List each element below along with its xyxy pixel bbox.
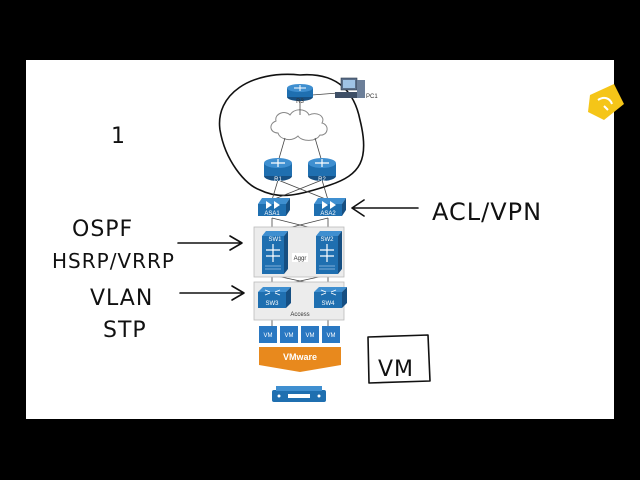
switch-sw1-label: SW1	[268, 237, 282, 243]
hand-note-1: 1	[111, 124, 126, 149]
router-r2-label: R2	[318, 177, 326, 183]
switch-sw4[interactable]: SW4	[314, 287, 347, 308]
router-r3[interactable]: R3	[287, 84, 313, 105]
firewall-asa1[interactable]: ASA1	[258, 198, 290, 217]
hand-drawn-loop	[218, 73, 365, 197]
router-r1-label: R1	[274, 177, 282, 183]
router-r3-label: R3	[296, 99, 304, 105]
hand-note-ospf: OSPF	[72, 217, 133, 242]
hand-note-vlan: VLAN	[90, 286, 153, 311]
firewall-asa1-label: ASA1	[264, 211, 280, 217]
logo-icon	[588, 84, 624, 120]
switch-sw4-label: SW4	[321, 301, 335, 307]
hand-vm-box: VM	[367, 334, 431, 384]
vm-box[interactable]	[322, 326, 340, 343]
vm-label: VM	[327, 333, 336, 339]
vm-box[interactable]	[259, 326, 277, 343]
vm-label: VM	[306, 333, 315, 339]
vm-row: VM VM VM VM	[259, 326, 340, 343]
hand-note-vm: VM	[378, 357, 414, 382]
access-label: Access	[290, 312, 309, 318]
switch-sw3-label: SW3	[265, 301, 279, 307]
switch-sw1[interactable]: SW1	[262, 231, 288, 274]
vm-label: VM	[285, 333, 294, 339]
vm-box[interactable]	[280, 326, 298, 343]
pc-label: PC1	[366, 94, 378, 100]
router-r2[interactable]: R2	[308, 158, 336, 183]
vmware-hypervisor[interactable]: VMware	[259, 347, 341, 372]
switch-sw3[interactable]: SW3	[258, 287, 291, 308]
firewall-asa2[interactable]: ASA2	[314, 198, 346, 217]
hand-note-acl-vpn: ACL/VPN	[432, 198, 542, 226]
hand-arrows	[177, 199, 419, 301]
vm-box[interactable]	[301, 326, 319, 343]
pc-icon[interactable]: PC1	[335, 77, 378, 100]
cloud-icon	[270, 109, 328, 141]
router-r1[interactable]: R1	[264, 158, 292, 183]
switch-sw2[interactable]: SW2	[316, 231, 342, 274]
hand-note-hsrp: HSRP/VRRP	[52, 249, 175, 273]
aggr-label: Aggr	[294, 256, 307, 262]
firewall-asa2-label: ASA2	[320, 211, 336, 217]
server-icon[interactable]	[272, 386, 326, 402]
hand-note-stp: STP	[103, 318, 147, 343]
vm-label: VM	[264, 333, 273, 339]
vmware-label: VMware	[283, 352, 317, 362]
switch-sw2-label: SW2	[320, 237, 334, 243]
